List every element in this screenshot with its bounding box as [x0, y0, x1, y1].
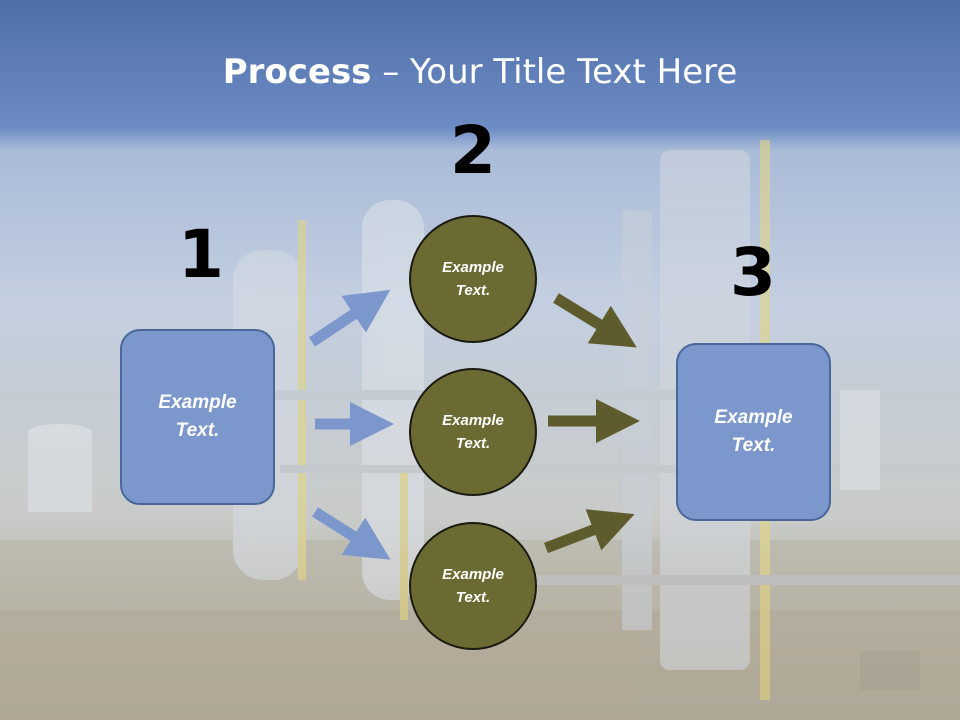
circle-2-line1: Example — [442, 411, 504, 429]
circle-2: Example Text. — [409, 368, 537, 496]
step-box-3-line2: Text. — [731, 435, 776, 456]
step-box-3-line1: Example — [714, 406, 793, 428]
arrow-olive-up — [544, 509, 635, 554]
circle-1-line1: Example — [442, 258, 504, 276]
circle-1: Example Text. — [409, 215, 537, 343]
arrow-blue-up — [308, 289, 391, 347]
slide-title: Process – Your Title Text Here — [0, 52, 960, 92]
title-bold: Process — [222, 52, 372, 92]
title-rest: – Your Title Text Here — [371, 52, 738, 92]
circle-3: Example Text. — [409, 522, 537, 650]
step-box-1-line1: Example — [158, 391, 237, 413]
circle-3-line2: Text. — [455, 589, 491, 606]
step-number-1: 1 — [178, 216, 224, 293]
step-number-2: 2 — [450, 112, 496, 189]
circle-1-line2: Text. — [455, 282, 491, 299]
step-box-3: Example Text. — [676, 343, 831, 521]
arrow-olive-down — [553, 293, 637, 348]
arrow-blue-down — [312, 507, 391, 560]
circle-3-line1: Example — [442, 565, 504, 583]
step-number-3: 3 — [730, 234, 776, 311]
step-box-1-line2: Text. — [175, 420, 220, 441]
circle-2-line2: Text. — [455, 435, 491, 452]
step-box-1: Example Text. — [120, 329, 275, 505]
